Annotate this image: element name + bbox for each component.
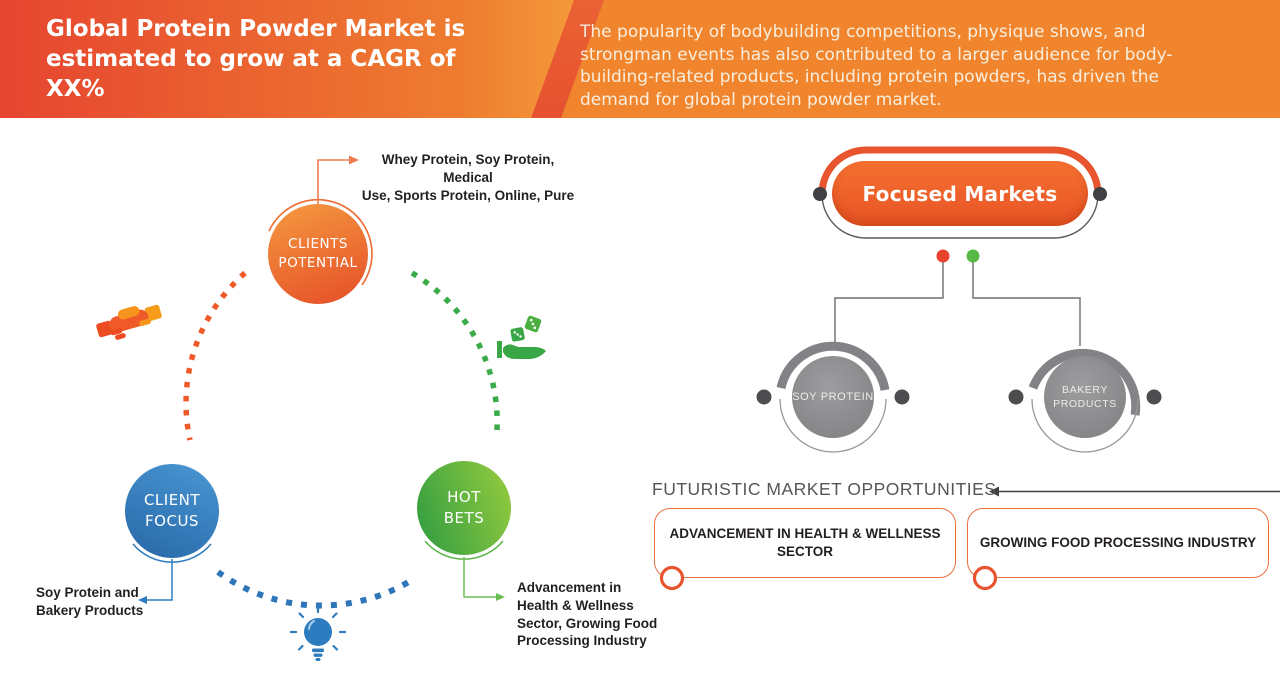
header-banner: Global Protein Powder Market is estimate… [0, 0, 1280, 118]
focused-markets-pill: Focused Markets [832, 161, 1088, 226]
clients-potential-circle: CLIENTS POTENTIAL [268, 204, 368, 304]
client-focus-connector [147, 559, 173, 601]
banner-description: The popularity of bodybuilding competiti… [580, 22, 1173, 110]
client-focus-note: Soy Protein and Bakery Products [36, 585, 144, 618]
opportunity-box-2: GROWING FOOD PROCESSING INDUSTRY [967, 508, 1269, 578]
dotted-arc-green [410, 270, 500, 431]
branch-line-left [834, 262, 944, 346]
clients-potential-note: Whey Protein, Soy Protein, Medical Use, … [361, 152, 575, 203]
dice-hand-icon [497, 315, 546, 359]
pill-left-dot [813, 187, 827, 201]
pill-right-dot [1093, 187, 1107, 201]
branch-line-right [972, 262, 1081, 346]
bakery-products-label: BAKERY PRODUCTS [1053, 383, 1117, 410]
opportunities-heading: FUTURISTIC MARKET OPPORTUNITIES [652, 479, 997, 499]
lightbulb-icon [289, 605, 347, 661]
hot-bets-circle: HOT BETS [417, 461, 511, 555]
hot-bets-connector [463, 557, 496, 598]
handshake-icon [96, 304, 162, 340]
hot-bets-arrow [496, 593, 505, 601]
client-focus-circle: CLIENT FOCUS [125, 464, 219, 558]
branch-dot-red [936, 249, 950, 263]
soy-protein-label: SOY PROTEIN [792, 390, 874, 403]
hot-bets-note: Advancement in Health & Wellness Sector,… [517, 580, 658, 649]
page-title: Global Protein Powder Market is estimate… [46, 16, 466, 102]
opportunity-box-1: ADVANCEMENT IN HEALTH & WELLNESS SECTOR [654, 508, 956, 578]
clients-potential-connector [317, 159, 349, 204]
dotted-arc-orange [183, 270, 247, 441]
branch-dot-green [966, 249, 980, 263]
dotted-arc-blue [216, 569, 414, 609]
